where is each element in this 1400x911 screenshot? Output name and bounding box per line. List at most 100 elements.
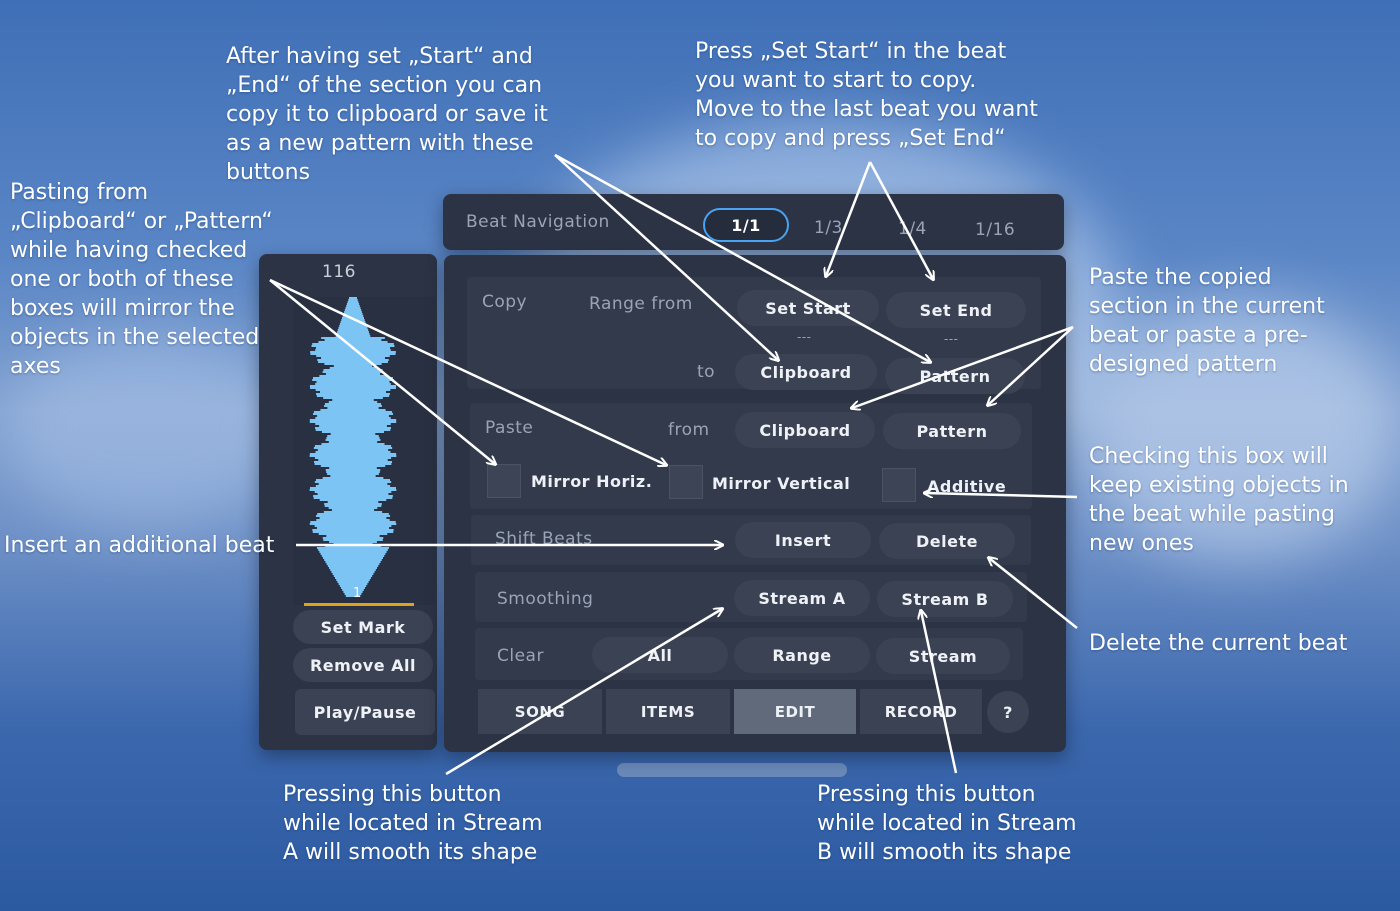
copy-to-clipboard-button[interactable]: Clipboard [735,354,877,390]
waveform-bar [316,395,390,397]
stream-a-smooth-button[interactable]: Stream A [734,580,870,616]
tab-items[interactable]: ITEMS [606,689,730,734]
waveform-bar [328,441,378,443]
waveform-bar [342,315,364,317]
paste-pattern-button[interactable]: Pattern [883,413,1021,449]
clear-all-button[interactable]: All [592,637,728,673]
waveform-bar [310,521,396,523]
annotation-copy-buttons: After having set „Start“ and „End“ of th… [226,44,548,185]
waveform-bar [339,325,367,327]
additive-checkbox[interactable] [882,468,916,502]
beat-nav-option-1-4[interactable]: 1/4 [898,219,927,239]
tab-record[interactable]: RECORD [860,689,982,734]
waveform-bar [324,559,382,561]
waveform-bar [333,365,373,367]
paste-clipboard-button[interactable]: Clipboard [735,412,875,448]
waveform-bar [321,337,385,339]
waveform-bar [328,507,378,509]
help-button[interactable]: ? [987,691,1029,733]
waveform-bar [312,529,394,531]
waveform-bar [310,353,396,355]
waveform-bar [317,493,389,495]
clear-stream-button[interactable]: Stream [876,638,1010,674]
waveform-bar [348,299,358,301]
waveform-bar [312,379,394,381]
waveform-bar [318,483,388,485]
waveform-bar [331,509,375,511]
waveform-area[interactable] [293,297,435,605]
beat-nav-option-1-16[interactable]: 1/16 [975,220,1016,240]
waveform-bar [342,317,364,319]
waveform-bar [337,581,369,583]
waveform-bar [315,389,391,391]
waveform-bar [329,541,377,543]
set-end-button[interactable]: Set End [886,292,1026,328]
remove-all-button[interactable]: Remove All [293,648,433,682]
waveform-bar [331,571,375,573]
waveform-bar [309,385,397,387]
tab-song[interactable]: SONG [478,689,602,734]
set-start-button[interactable]: Set Start [737,290,879,326]
waveform-bar [347,301,359,303]
background-glow [1080,300,1400,560]
waveform-bar [315,417,391,419]
waveform-bar [317,359,389,361]
waveform-bar [325,373,381,375]
waveform-bar [326,437,380,439]
waveform-bar [314,525,392,527]
marker-line [304,603,414,606]
annotation-paste: Paste the copied section in the current … [1089,265,1325,377]
set-mark-button[interactable]: Set Mark [293,610,433,644]
waveform-bar [321,431,385,433]
waveform-bar [318,533,388,535]
waveform-bar [332,573,374,575]
mirror-horiz-checkbox[interactable] [487,464,521,498]
copy-to-pattern-button[interactable]: Pattern [885,358,1025,394]
waveform-bar [322,477,384,479]
waveform-bar [325,439,381,441]
waveform-bar [330,569,376,571]
waveform-bar [314,481,392,483]
waveform-bar [335,335,371,337]
insert-button[interactable]: Insert [735,522,871,558]
waveform-bar [309,453,397,455]
waveform-bar [330,433,376,435]
waveform-bar [318,459,388,461]
beat-nav-option-1-1[interactable]: 1/1 [703,208,789,242]
waveform-graph[interactable] [293,297,435,605]
waveform-bar [339,585,367,587]
waveform-bar [346,303,360,305]
waveform-bar [325,545,381,547]
waveform-bar [314,457,392,459]
mirror-vertical-checkbox[interactable] [669,465,703,499]
waveform-bar [309,419,397,421]
smoothing-label: Smoothing [497,589,594,609]
waveform-bar [324,363,382,365]
waveform-bar [320,553,386,555]
waveform-bar [319,551,387,553]
waveform-bar [344,593,362,595]
waveform-bar [324,339,382,341]
waveform-bar [321,555,385,557]
annotation-stream-b: Pressing this button while located in St… [817,782,1077,865]
annotation-insert: Insert an additional beat [4,533,275,558]
waveform-bar [310,387,396,389]
waveform-bar [325,469,381,471]
waveform-bar [312,343,394,345]
waveform-bar [336,579,370,581]
play-pause-button[interactable]: Play/Pause [295,689,435,735]
stream-b-smooth-button[interactable]: Stream B [877,581,1013,617]
waveform-bar [344,311,362,313]
waveform-bar [314,445,392,447]
waveform-bar [317,547,389,549]
waveform-bar [326,563,380,565]
tab-edit[interactable]: EDIT [734,689,856,734]
waveform-bar [321,443,385,445]
mirror-vertical-label: Mirror Vertical [712,474,851,493]
waveform-bar [317,415,389,417]
floor-platform [617,763,847,777]
delete-button[interactable]: Delete [879,523,1015,559]
beat-nav-option-1-3[interactable]: 1/3 [814,218,843,238]
clear-range-button[interactable]: Range [734,637,870,673]
waveform-bar [318,341,388,343]
